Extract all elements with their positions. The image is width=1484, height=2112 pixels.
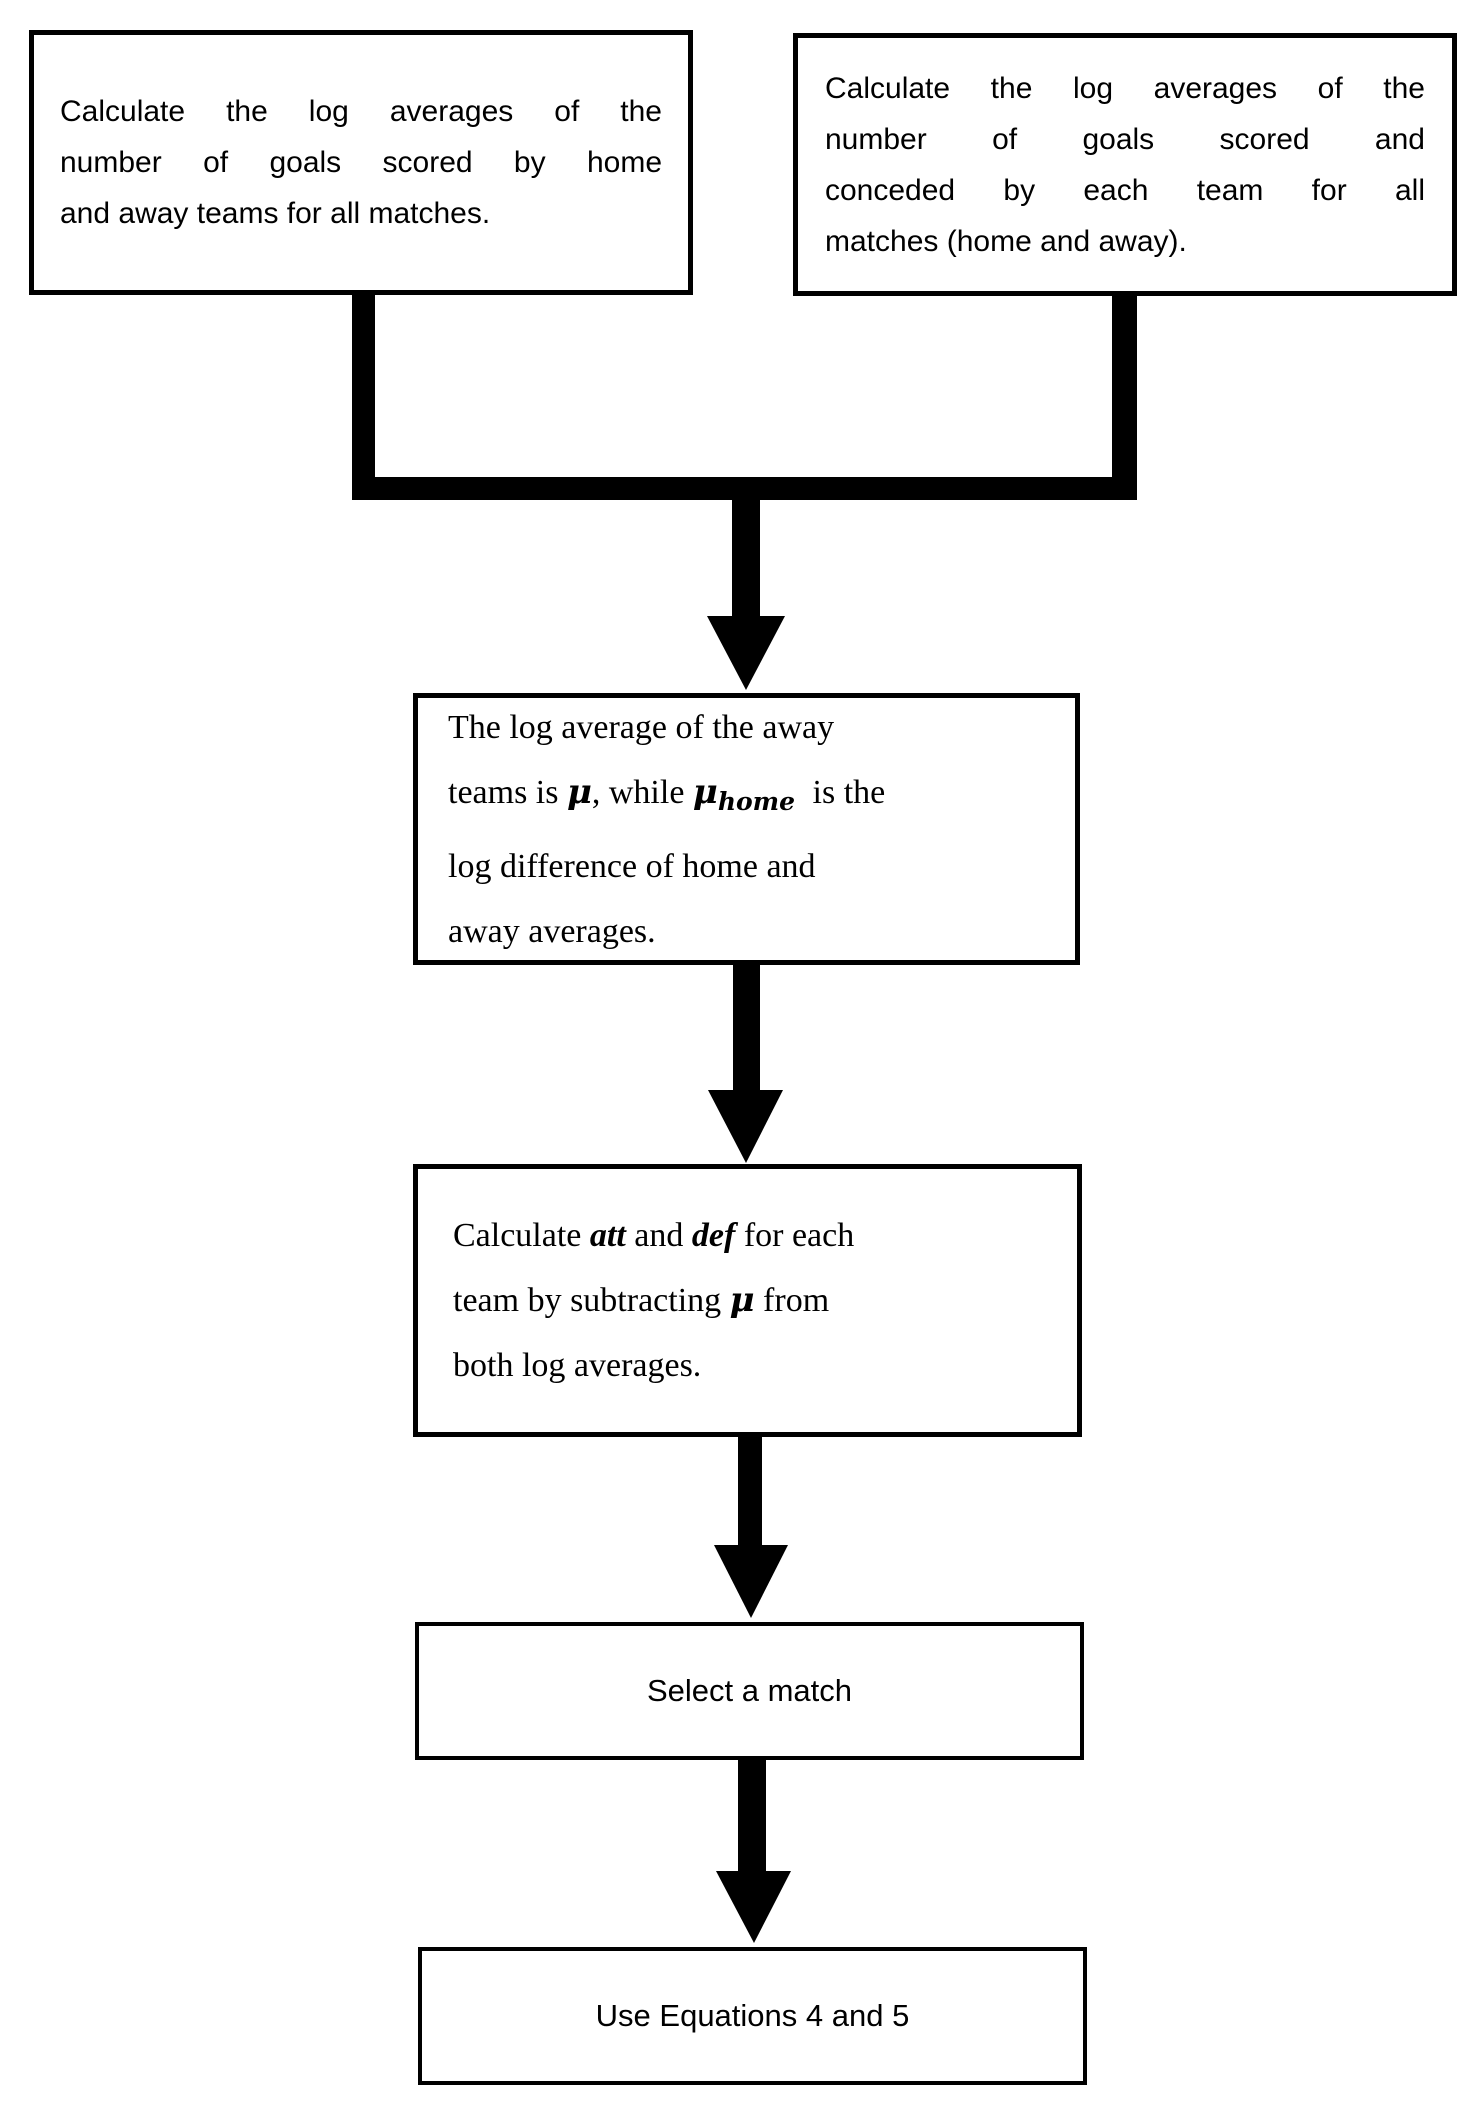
arrow-3-stem: [738, 1435, 762, 1547]
att-term: att: [589, 1217, 626, 1254]
arrow-4-stem: [738, 1758, 766, 1873]
box-calc-home-away-averages: Calculate the log averages of the number…: [29, 30, 693, 295]
box-text: Select a match: [646, 1673, 853, 1708]
text-line: Calculate the log averages of the: [825, 71, 1425, 105]
box-text: Calculate att and def for each team by s…: [418, 1203, 1077, 1398]
text-line: away averages.: [448, 912, 656, 950]
text-line: log difference of home and: [448, 847, 816, 885]
merge-left-stem: [352, 292, 375, 500]
box-select-match: Select a match: [415, 1622, 1084, 1760]
text-line: and away teams for all matches.: [60, 197, 491, 230]
box-calc-scored-conceded-averages: Calculate the log averages of the number…: [793, 33, 1457, 296]
text-line: both log averages.: [453, 1347, 702, 1384]
arrow-1-head: [707, 616, 785, 690]
text-line: number of goals scored by home: [60, 146, 662, 179]
text-line: matches (home and away).: [825, 224, 1187, 258]
text-line: teams is μ, while μhome is the: [448, 771, 886, 816]
arrow-3-head: [714, 1545, 788, 1618]
arrow-2-head: [708, 1090, 783, 1163]
mu-home-subscript: home: [717, 786, 796, 816]
box-att-def-calculation: Calculate att and def for each team by s…: [413, 1164, 1082, 1437]
box-text: Calculate the log averages of the number…: [34, 86, 688, 239]
text-line: team by subtracting μ from: [453, 1280, 830, 1320]
box-text: The log average of the away teams is μ, …: [418, 695, 1075, 964]
merge-horizontal-bar: [352, 477, 1137, 500]
text-line: number of goals scored and: [825, 122, 1425, 156]
mu-symbol: μ: [566, 771, 592, 812]
box-mu-definition: The log average of the away teams is μ, …: [413, 693, 1080, 965]
text-line: conceded by each team for all: [825, 173, 1425, 207]
mu-symbol: μ: [729, 1280, 755, 1320]
mu-home-symbol: μ: [692, 771, 718, 812]
text-line: The log average of the away: [448, 708, 835, 746]
box-use-equations: Use Equations 4 and 5: [418, 1947, 1087, 2085]
text-line: Calculate the log averages of the: [60, 95, 662, 128]
merge-right-stem: [1112, 294, 1137, 500]
arrow-1-stem: [732, 490, 760, 618]
box-text: Calculate the log averages of the number…: [798, 63, 1452, 267]
text-line: Calculate att and def for each: [453, 1217, 855, 1254]
box-text: Use Equations 4 and 5: [595, 1998, 910, 2033]
arrow-4-head: [716, 1871, 791, 1943]
arrow-2-stem: [733, 963, 760, 1092]
def-term: def: [691, 1217, 736, 1254]
